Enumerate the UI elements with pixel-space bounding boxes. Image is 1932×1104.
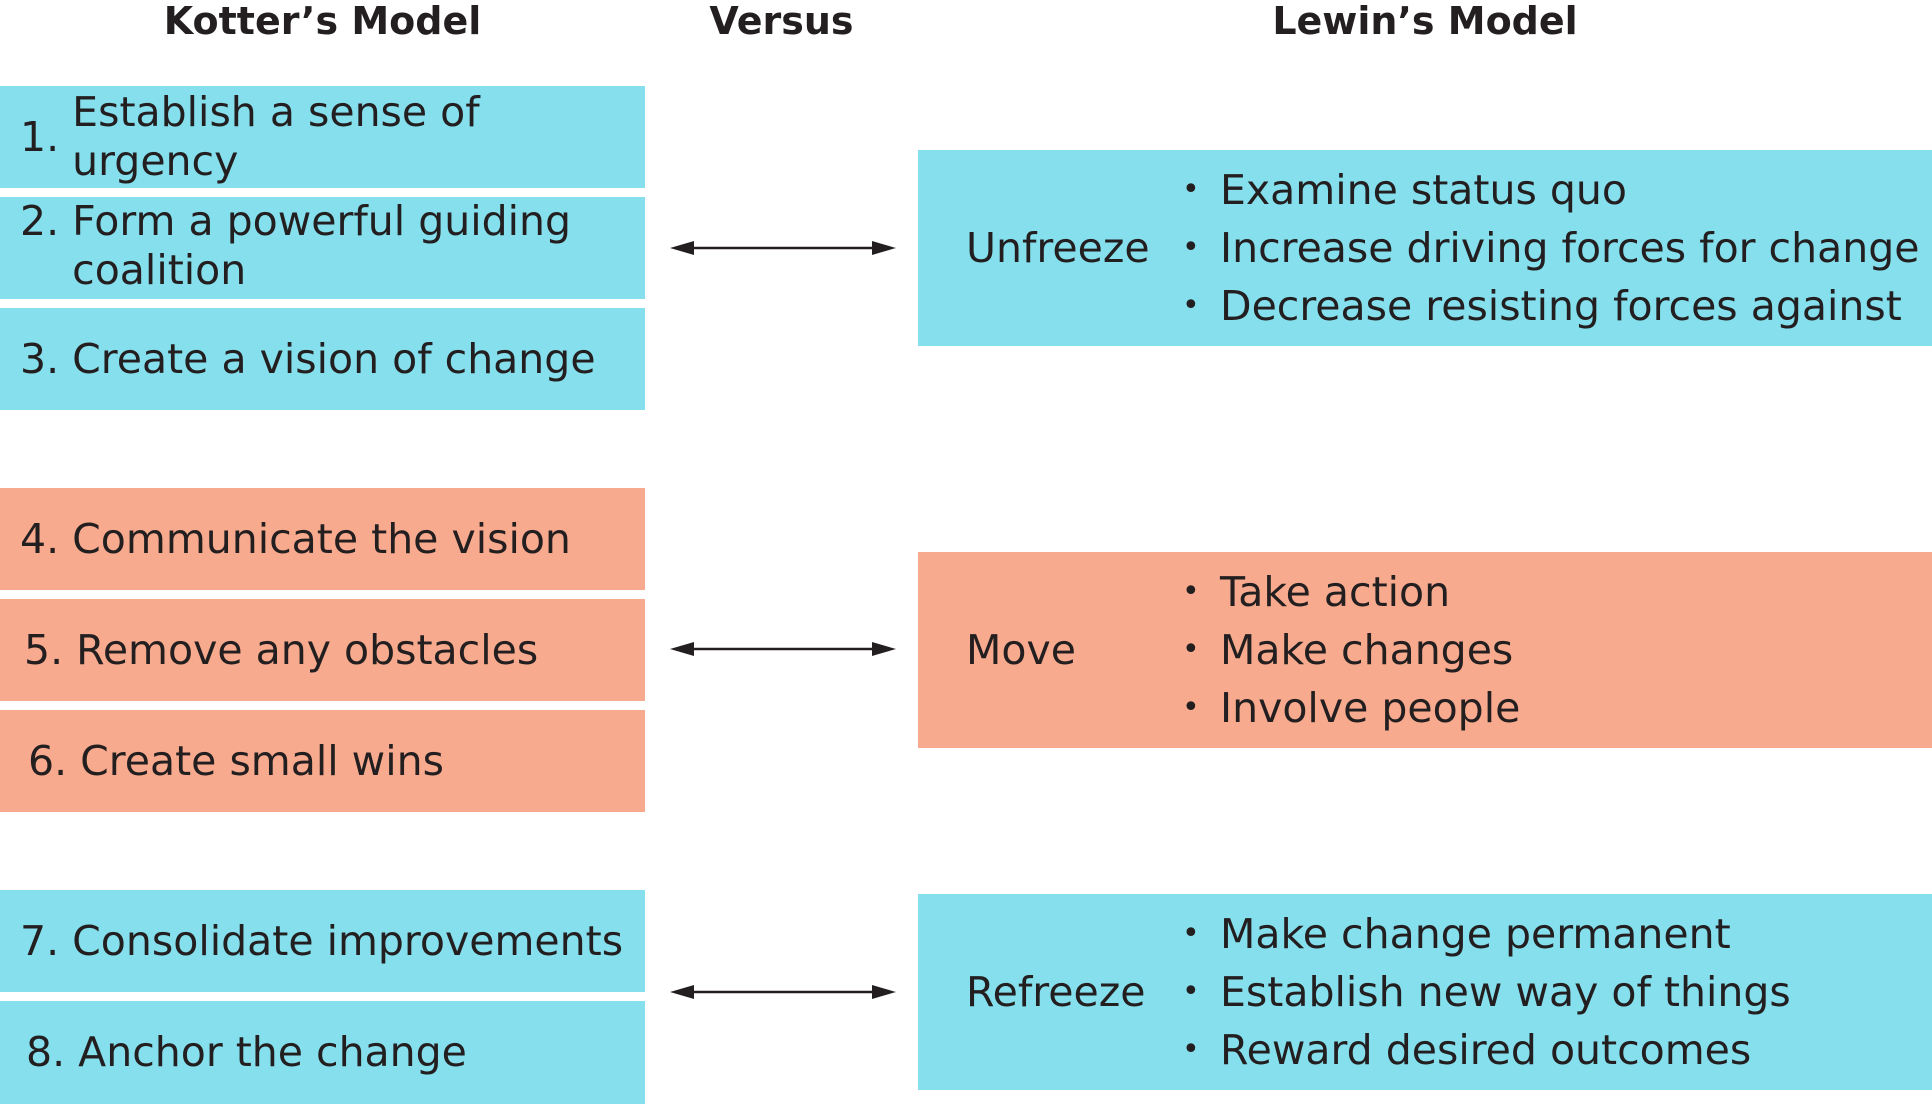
- kotter-model-heading: Kotter’s Model: [163, 0, 482, 43]
- kotter-step-text: Form a powerful guiding coalition: [72, 197, 572, 294]
- bullet-icon: •: [1182, 916, 1200, 951]
- lewin-stage-label: Refreeze: [966, 968, 1146, 1016]
- bullet-icon: •: [1182, 974, 1200, 1009]
- lewin-stage-bullets: •Examine status quo •Increase driving fo…: [1180, 161, 1919, 335]
- kotter-step-8: 8. Anchor the change: [0, 1001, 645, 1104]
- kotter-step-number: 5.: [24, 625, 64, 674]
- kotter-step-2: 2. Form a powerful guiding coalition: [0, 197, 645, 299]
- kotter-step-number: 2.: [20, 197, 60, 245]
- kotter-step-number: 7.: [20, 916, 60, 965]
- bullet-icon: •: [1182, 230, 1200, 265]
- versus-heading: Versus: [709, 0, 854, 43]
- lewin-stage-unfreeze: Unfreeze •Examine status quo •Increase d…: [918, 150, 1932, 346]
- kotter-step-text: Anchor the change: [78, 1028, 467, 1076]
- kotter-step-5: 5. Remove any obstacles: [0, 599, 645, 701]
- lewin-stage-bullets: •Make change permanent •Establish new wa…: [1180, 905, 1791, 1079]
- lewin-model-heading: Lewin’s Model: [1272, 0, 1578, 43]
- bullet-icon: •: [1182, 172, 1200, 207]
- bullet-icon: •: [1182, 1032, 1200, 1067]
- kotter-step-number: 3.: [20, 334, 60, 383]
- bullet-icon: •: [1182, 574, 1200, 609]
- kotter-step-3: 3. Create a vision of change: [0, 308, 645, 410]
- list-item: •Take action: [1180, 563, 1520, 621]
- kotter-step-1: 1. Establish a sense of urgency: [0, 86, 645, 188]
- kotter-step-number: 8.: [26, 1028, 66, 1076]
- kotter-step-text: Create a vision of change: [72, 334, 596, 383]
- double-arrow-icon: [670, 985, 896, 999]
- lewin-stage-refreeze: Refreeze •Make change permanent •Establi…: [918, 894, 1932, 1090]
- kotter-step-number: 1.: [20, 112, 60, 161]
- lewin-stage-label: Move: [966, 626, 1076, 674]
- kotter-step-text: Establish a sense of urgency: [72, 88, 480, 185]
- bullet-icon: •: [1182, 632, 1200, 667]
- list-item: •Increase driving forces for change: [1180, 219, 1919, 277]
- kotter-step-text: Consolidate improvements: [72, 916, 624, 965]
- bullet-icon: •: [1182, 288, 1200, 323]
- lewin-stage-bullets: •Take action •Make changes •Involve peop…: [1180, 563, 1520, 737]
- kotter-step-6: 6. Create small wins: [0, 710, 645, 812]
- kotter-step-text: Remove any obstacles: [76, 625, 539, 674]
- bullet-icon: •: [1182, 690, 1200, 725]
- list-item: •Examine status quo: [1180, 161, 1919, 219]
- list-item: •Reward desired outcomes: [1180, 1021, 1791, 1079]
- kotter-step-text: Create small wins: [80, 736, 444, 785]
- list-item: •Make changes: [1180, 621, 1520, 679]
- list-item: •Make change permanent: [1180, 905, 1791, 963]
- kotter-step-number: 4.: [20, 514, 60, 563]
- double-arrow-icon: [670, 241, 896, 255]
- kotter-step-number: 6.: [28, 736, 68, 785]
- list-item: •Involve people: [1180, 679, 1520, 737]
- lewin-stage-label: Unfreeze: [966, 224, 1150, 272]
- kotter-step-text: Communicate the vision: [72, 514, 571, 563]
- list-item: •Establish new way of things: [1180, 963, 1791, 1021]
- lewin-stage-move: Move •Take action •Make changes •Involve…: [918, 552, 1932, 748]
- list-item: •Decrease resisting forces against: [1180, 277, 1919, 335]
- kotter-step-4: 4. Communicate the vision: [0, 488, 645, 590]
- kotter-step-7: 7. Consolidate improvements: [0, 890, 645, 992]
- double-arrow-icon: [670, 642, 896, 656]
